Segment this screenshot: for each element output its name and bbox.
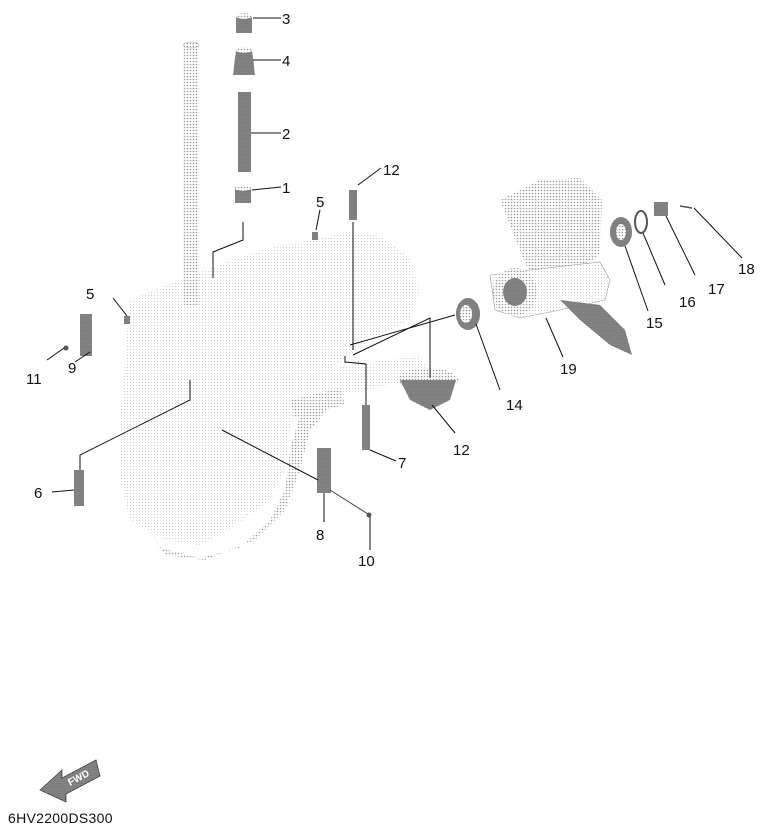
callout-6: 6 — [34, 485, 42, 502]
callout-9: 9 — [68, 360, 76, 377]
part-5-nipple-left — [124, 316, 130, 324]
part-19-propeller — [489, 178, 632, 355]
callout-8: 8 — [316, 527, 324, 544]
callout-3: 3 — [282, 11, 290, 28]
fwd-arrow: FWD — [39, 759, 101, 803]
callout-12: 12 — [453, 442, 470, 459]
part-17-nut — [654, 202, 668, 216]
part-2-tube — [238, 92, 251, 172]
part-15-spacer — [610, 217, 632, 247]
callout-14: 14 — [506, 397, 523, 414]
leader-lines — [46, 17, 743, 550]
part-4-collar — [233, 47, 255, 75]
part-11-screw — [63, 345, 69, 351]
callout-13: 12 — [383, 162, 400, 179]
drawing-code: 6HV2200DS300 — [8, 810, 113, 826]
part-6-plug — [74, 470, 84, 506]
callout-17: 17 — [708, 281, 725, 298]
part-7-bolt — [362, 405, 370, 450]
part-10-screw — [329, 489, 372, 518]
callout-5-left: 5 — [86, 286, 94, 303]
callout-11: 11 — [26, 371, 42, 388]
callout-15: 15 — [646, 315, 663, 332]
part-5-nipple-upper — [312, 232, 318, 240]
drive-shaft — [182, 41, 200, 305]
callout-labels: 3 4 2 1 12 5 5 9 11 6 7 8 10 12 14 19 15… — [26, 11, 755, 570]
callout-19: 19 — [560, 361, 577, 378]
part-3-bushing — [236, 13, 252, 33]
part-13-bolt — [349, 190, 357, 220]
callout-4: 4 — [282, 53, 290, 70]
part-18-cotter-pin — [679, 205, 693, 209]
part-8-anode — [317, 448, 331, 493]
part-1-bushing — [235, 185, 251, 203]
lower-casing — [120, 232, 430, 560]
part-14-thrust-washer — [456, 298, 480, 330]
callout-7: 7 — [398, 455, 406, 472]
callout-16: 16 — [679, 294, 696, 311]
part-9-anode — [80, 314, 92, 356]
callout-10: 10 — [358, 553, 375, 570]
callout-2: 2 — [282, 126, 290, 143]
part-12-trim-tab — [398, 368, 458, 410]
callout-18: 18 — [738, 261, 755, 278]
callout-1: 1 — [282, 180, 290, 197]
callout-5-upper: 5 — [316, 194, 324, 211]
part-16-washer — [634, 210, 648, 234]
